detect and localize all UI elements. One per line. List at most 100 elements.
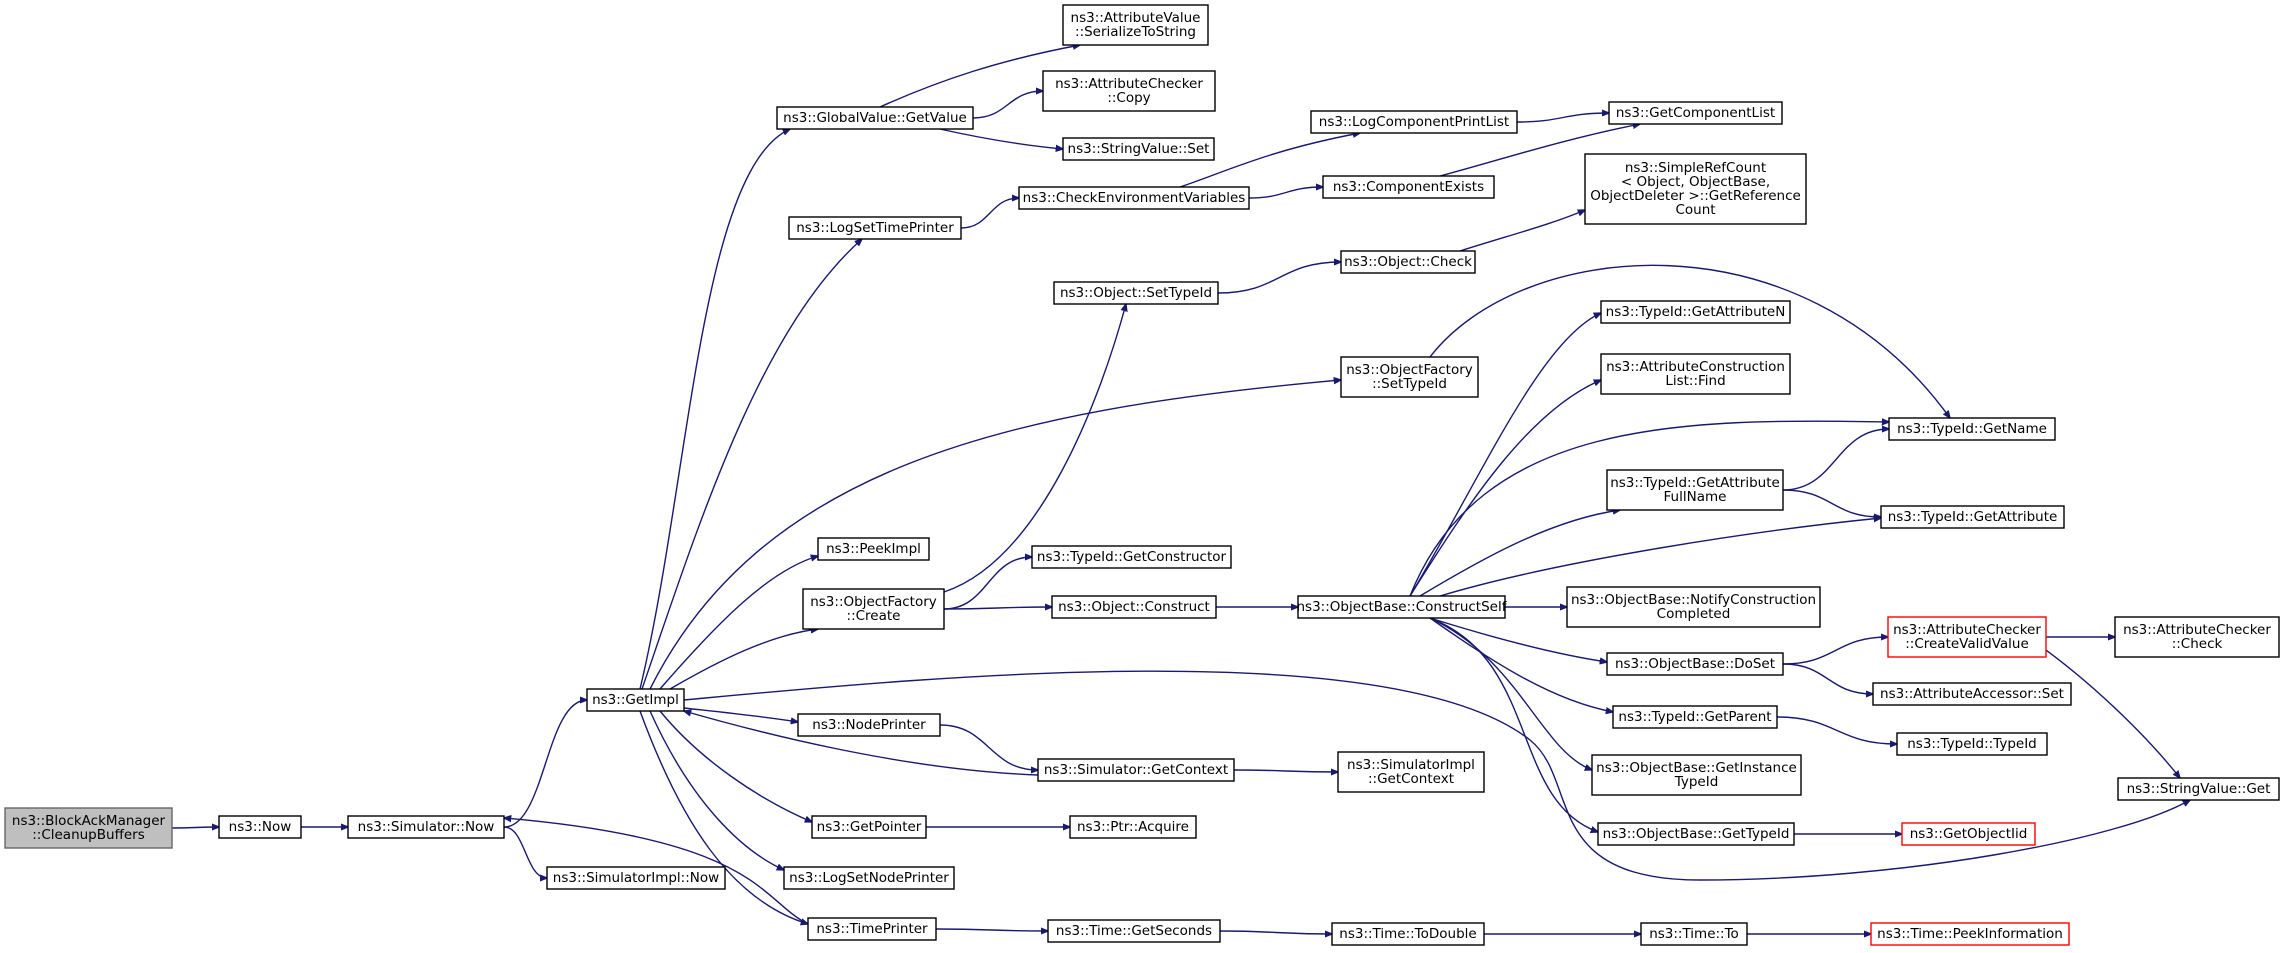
node-accopy[interactable]: ns3::AttributeChecker::Copy [1042, 70, 1216, 112]
edge-objcheck-to-srcgetref [1459, 210, 1585, 252]
node-peekimpl[interactable]: ns3::PeekImpl [817, 537, 930, 561]
node-compexists[interactable]: ns3::ComponentExists [1322, 175, 1495, 199]
node-simgetctx[interactable]: ns3::Simulator::GetContext [1037, 758, 1235, 782]
node-label: ns3::Object::Construct [1058, 599, 1210, 615]
node-getobjiid[interactable]: ns3::GetObjectIid [1901, 822, 2036, 846]
node-label: ns3::GetImpl [592, 692, 679, 708]
edge-logsettp-to-checkenv [960, 198, 1019, 229]
node-label: ns3::TypeId::TypeId [1907, 736, 2037, 752]
edge-obconstructself-to-tidgetattrn [1409, 313, 1601, 597]
node-box [1566, 586, 1821, 628]
edge-simgetctx-to-getimpl [684, 711, 1039, 776]
edge-obconstructself-to-tidgetattrfn [1419, 510, 1620, 597]
node-label: ns3::TypeId::GetConstructor [1037, 549, 1227, 565]
node-label: ns3::NodePrinter [812, 717, 926, 733]
node-ptracquire[interactable]: ns3::Ptr::Acquire [1069, 815, 1197, 839]
node-logsetnp[interactable]: ns3::LogSetNodePrinter [783, 866, 955, 890]
node-objsettid[interactable]: ns3::Object::SetTypeId [1053, 281, 1219, 305]
node-box [1887, 616, 2047, 658]
node-label: ns3::ObjectFactory [1346, 362, 1473, 378]
edge-root-to-now [171, 827, 219, 828]
node-label: ns3::GlobalValue::GetValue [783, 110, 967, 126]
node-simimplnow[interactable]: ns3::SimulatorImpl::Now [546, 866, 726, 890]
node-ofcreate[interactable]: ns3::ObjectFactory::Create [802, 588, 945, 630]
node-label: ns3::ObjectFactory [810, 594, 937, 610]
node-svset[interactable]: ns3::StringValue::Set [1062, 137, 1215, 161]
node-avser[interactable]: ns3::AttributeValue::SerializeToString [1062, 4, 1209, 46]
node-gvgetvalue[interactable]: ns3::GlobalValue::GetValue [776, 106, 974, 130]
node-objconstruct[interactable]: ns3::Object::Construct [1051, 595, 1217, 619]
node-logsettp[interactable]: ns3::LogSetTimePrinter [788, 216, 962, 240]
node-now[interactable]: ns3::Now [218, 815, 302, 839]
node-timepeek[interactable]: ns3::Time::PeekInformation [1870, 922, 2070, 946]
node-label: ns3::ComponentExists [1333, 179, 1484, 195]
node-getimpl[interactable]: ns3::GetImpl [586, 688, 685, 712]
node-timeto[interactable]: ns3::Time::To [1640, 922, 1748, 946]
node-label: ns3::TypeId::GetAttributeN [1606, 304, 1786, 320]
node-simimplgetctx[interactable]: ns3::SimulatorImpl::GetContext [1337, 751, 1485, 793]
node-obconstructself[interactable]: ns3::ObjectBase::ConstructSelf [1297, 595, 1508, 619]
node-obgettid[interactable]: ns3::ObjectBase::GetTypeId [1597, 822, 1795, 846]
node-accheck[interactable]: ns3::AttributeChecker::Check [2114, 616, 2280, 658]
node-box [1901, 822, 2036, 846]
node-getcomplist[interactable]: ns3::GetComponentList [1608, 101, 1783, 125]
node-box [1872, 682, 2072, 706]
node-box [546, 866, 726, 890]
node-svget[interactable]: ns3::StringValue::Get [2117, 777, 2280, 801]
node-box [347, 815, 505, 839]
node-getpointer[interactable]: ns3::GetPointer [811, 815, 927, 839]
node-timeprinter[interactable]: ns3::TimePrinter [807, 917, 937, 941]
node-aaset[interactable]: ns3::AttributeAccessor::Set [1872, 682, 2072, 706]
node-tidgetparent[interactable]: ns3::TypeId::GetParent [1612, 705, 1778, 729]
node-label: ns3::TypeId::GetParent [1618, 709, 1771, 725]
node-logcpl[interactable]: ns3::LogComponentPrintList [1310, 110, 1518, 134]
node-tidgetctor[interactable]: ns3::TypeId::GetConstructor [1031, 545, 1232, 569]
node-label: ns3::GetObjectIid [1910, 826, 2028, 842]
node-box [1037, 758, 1235, 782]
node-srcgetref[interactable]: ns3::SimpleRefCount< Object, ObjectBase,… [1584, 153, 1807, 225]
node-label: ns3::GetComponentList [1616, 105, 1775, 121]
node-timegetsec[interactable]: ns3::Time::GetSeconds [1047, 919, 1221, 943]
edge-ofsettid-to-tidgetname [1429, 264, 1950, 418]
node-label: ns3::TypeId::GetAttribute [1610, 475, 1780, 491]
edge-getimpl-to-ofcreate [669, 629, 818, 690]
node-ofsettid[interactable]: ns3::ObjectFactory::SetTypeId [1340, 356, 1479, 398]
node-box [788, 216, 962, 240]
node-tidgetname[interactable]: ns3::TypeId::GetName [1888, 417, 2056, 441]
node-label: ns3::StringValue::Set [1068, 141, 1210, 157]
node-label: ns3::Time::To [1649, 926, 1739, 942]
node-label: ::Create [847, 608, 901, 624]
node-checkenv[interactable]: ns3::CheckEnvironmentVariables [1018, 186, 1250, 210]
node-box [1331, 922, 1485, 946]
node-tidtypeid[interactable]: ns3::TypeId::TypeId [1896, 732, 2048, 756]
node-box [807, 917, 937, 941]
node-box [1337, 751, 1485, 793]
edge-getimpl-to-peekimpl [659, 556, 818, 690]
node-nodeprinter[interactable]: ns3::NodePrinter [797, 713, 941, 737]
node-box [811, 815, 927, 839]
node-box [2117, 777, 2280, 801]
node-timetodouble[interactable]: ns3::Time::ToDouble [1331, 922, 1485, 946]
node-box [1031, 545, 1232, 569]
node-accreate[interactable]: ns3::AttributeChecker::CreateValidValue [1887, 616, 2047, 658]
node-label: ::Copy [1107, 90, 1150, 106]
node-objcheck[interactable]: ns3::Object::Check [1340, 250, 1476, 274]
node-label: ns3::TypeId::GetName [1897, 421, 2047, 437]
node-box [1600, 353, 1791, 395]
node-obnotify[interactable]: ns3::ObjectBase::NotifyConstructionCompl… [1566, 586, 1821, 628]
node-label: ns3::Ptr::Acquire [1077, 819, 1189, 835]
edge-getimpl-to-gvgetvalue [639, 129, 790, 690]
node-tidgetattrn[interactable]: ns3::TypeId::GetAttributeN [1600, 300, 1791, 324]
node-box [4, 807, 173, 849]
node-label: ns3::ObjectBase::GetTypeId [1603, 826, 1790, 842]
node-label: FullName [1664, 489, 1727, 505]
node-root[interactable]: ns3::BlockAckManager::CleanupBuffers [4, 807, 173, 849]
node-simnow[interactable]: ns3::Simulator::Now [347, 815, 505, 839]
edge-simgetctx-to-simimplgetctx [1233, 770, 1338, 772]
node-obdoset[interactable]: ns3::ObjectBase::DoSet [1606, 652, 1784, 676]
node-tidgetattr[interactable]: ns3::TypeId::GetAttribute [1880, 505, 2065, 529]
edge-accreate-to-svget [2045, 649, 2180, 778]
